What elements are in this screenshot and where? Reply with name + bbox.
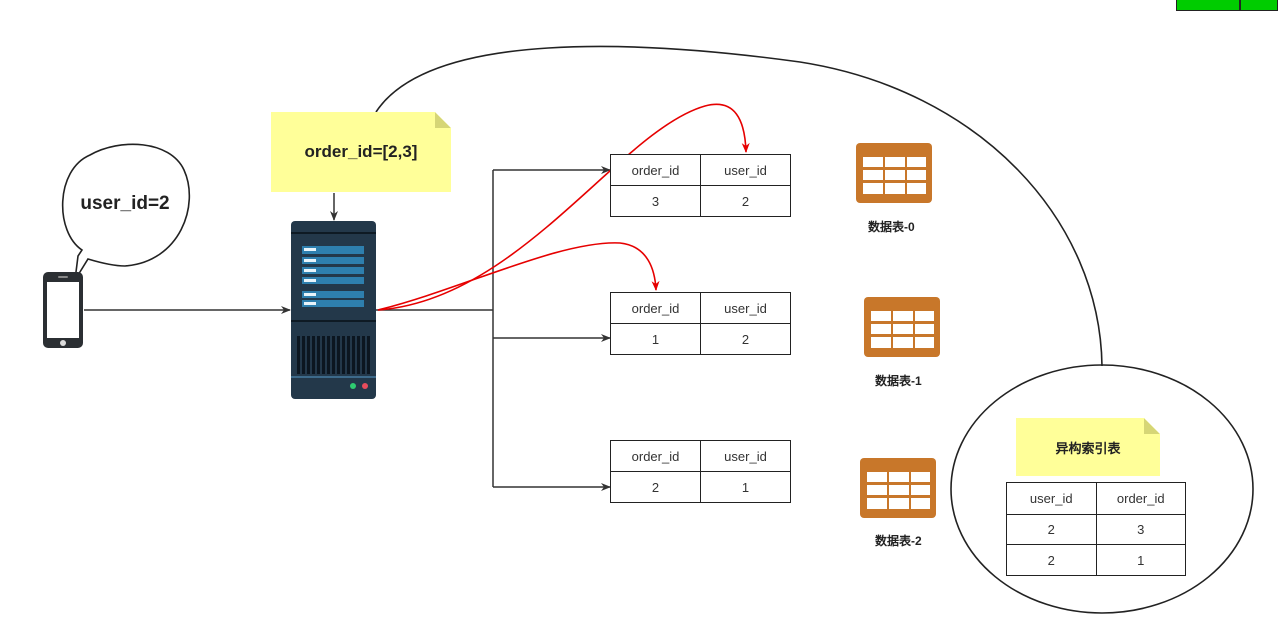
order-id-note-text: order_id=[2,3]	[304, 142, 418, 161]
red-arrow-to-table-1	[377, 242, 660, 311]
table-cell: 2	[700, 323, 791, 355]
shard-label-0: 数据表-0	[868, 220, 915, 234]
table-header-cell: order_id	[1095, 482, 1186, 515]
index-table-circle	[950, 364, 1254, 614]
table-cell: 1	[1095, 544, 1186, 576]
shard-table-0: order_id user_id 3 2	[610, 154, 791, 217]
table-icon	[864, 297, 940, 357]
table-icon	[860, 458, 936, 518]
shard-label-1: 数据表-1	[875, 374, 922, 388]
user-id-bubble-text: user_id=2	[80, 193, 170, 214]
smartphone-icon	[43, 272, 83, 348]
table-cell: 3	[1095, 514, 1186, 545]
table-header-cell: order_id	[610, 154, 701, 186]
table-header-cell: user_id	[1006, 482, 1097, 515]
index-table: user_id order_id 2 3 2 1	[1006, 482, 1186, 576]
shard-label-2: 数据表-2	[875, 534, 922, 548]
index-table-title: 异构索引表	[1055, 440, 1121, 456]
widget-divider	[1239, 0, 1241, 10]
table-header-cell: user_id	[700, 440, 791, 472]
table-header-cell: user_id	[700, 154, 791, 186]
speech-bubble-shape	[61, 143, 191, 281]
index-table-title-note: 异构索引表	[1016, 418, 1160, 476]
table-cell: 2	[700, 185, 791, 217]
table-cell: 1	[700, 471, 791, 503]
shard-table-2: order_id user_id 2 1	[610, 440, 791, 503]
shard-table-1: order_id user_id 1 2	[610, 292, 791, 355]
table-header-cell: order_id	[610, 292, 701, 324]
table-cell: 3	[610, 185, 701, 217]
table-cell: 2	[1006, 544, 1097, 576]
table-icon	[856, 143, 932, 203]
table-cell: 1	[610, 323, 701, 355]
index-lookup-curve	[375, 45, 1103, 367]
server-icon	[291, 221, 376, 399]
order-id-note: order_id=[2,3]	[271, 112, 451, 192]
table-cell: 2	[1006, 514, 1097, 545]
table-header-cell: order_id	[610, 440, 701, 472]
table-cell: 2	[610, 471, 701, 503]
table-header-cell: user_id	[700, 292, 791, 324]
